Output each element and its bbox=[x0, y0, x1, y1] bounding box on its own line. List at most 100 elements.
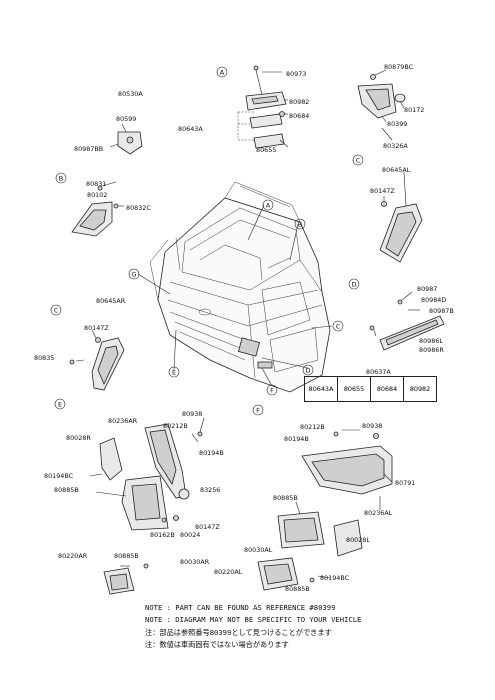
svg-text:B: B bbox=[59, 175, 63, 183]
label-80194bc-left: 80194BC bbox=[44, 472, 74, 480]
label-80684: 80684 bbox=[289, 112, 309, 120]
group-top-right-lamp bbox=[357, 69, 406, 141]
part-labels: 80973 80879BC 80530A 80599 80982 80684 8… bbox=[34, 63, 454, 593]
ref-cell: 80643A bbox=[304, 376, 338, 402]
label-80028r: 80028R bbox=[66, 434, 91, 442]
reference-table-80637a: 80643A 80655 80684 80982 bbox=[304, 376, 437, 402]
label-80885b-left: 80885B bbox=[54, 486, 79, 494]
svg-text:A: A bbox=[220, 69, 225, 77]
circle-marker-a-cab: A bbox=[262, 199, 274, 211]
circle-markers: A B C A B G D C C D E F E F bbox=[50, 66, 364, 416]
group-c-right-side-lamp bbox=[379, 171, 423, 263]
circle-marker-f-cab: F bbox=[266, 384, 278, 396]
label-80399: 80399 bbox=[387, 120, 407, 128]
svg-text:G: G bbox=[131, 271, 136, 279]
label-80024: 80024 bbox=[180, 531, 200, 539]
svg-text:A: A bbox=[266, 202, 271, 210]
circle-marker-c-left: C bbox=[50, 304, 62, 316]
label-80645ar: 80645AR bbox=[96, 297, 126, 305]
svg-text:F: F bbox=[270, 387, 274, 395]
group-b-lamp bbox=[71, 181, 124, 237]
label-80938-right: 80938 bbox=[362, 422, 382, 430]
label-80194b-right: 80194B bbox=[284, 435, 309, 443]
label-80655: 80655 bbox=[256, 146, 276, 154]
svg-text:C: C bbox=[336, 323, 341, 331]
label-80973: 80973 bbox=[286, 70, 306, 78]
svg-text:E: E bbox=[58, 401, 62, 409]
group-a-marker-lamp bbox=[237, 65, 289, 149]
circle-marker-g-cab: G bbox=[128, 268, 140, 280]
label-80938-left: 80938 bbox=[182, 410, 202, 418]
note-line-2: NOTE : DIAGRAM MAY NOT BE SPECIFIC TO YO… bbox=[145, 615, 362, 625]
label-80194b-left: 80194B bbox=[199, 449, 224, 457]
label-80987b: 80987B bbox=[429, 307, 454, 315]
label-80885b-left-low: 80885B bbox=[114, 552, 139, 560]
label-80982: 80982 bbox=[289, 98, 309, 106]
circle-marker-e-left: E bbox=[54, 398, 66, 410]
label-80194bc-right: 80194BC bbox=[320, 574, 350, 582]
label-80236al: 80236AL bbox=[364, 509, 393, 517]
label-80162b: 80162B bbox=[150, 531, 175, 539]
label-80212b-left: 80212B bbox=[163, 422, 188, 430]
label-80987bb: 80987BB bbox=[74, 145, 103, 153]
svg-text:D: D bbox=[351, 281, 356, 289]
label-80885b-mid: 80885B bbox=[273, 494, 298, 502]
label-80172: 80172 bbox=[404, 106, 424, 114]
circle-marker-e-cab: E bbox=[168, 366, 180, 378]
ref-cell: 80982 bbox=[403, 376, 437, 402]
label-80835: 80835 bbox=[34, 354, 54, 362]
label-80220ar: 80220AR bbox=[58, 552, 88, 560]
label-80643a: 80643A bbox=[178, 125, 203, 133]
label-80326a: 80326A bbox=[383, 142, 408, 150]
label-80879bc: 80879BC bbox=[384, 63, 414, 71]
circle-marker-c-cab: C bbox=[332, 320, 344, 332]
leader-lines bbox=[137, 204, 333, 387]
svg-text:F: F bbox=[256, 407, 260, 415]
label-80986r: 80986R bbox=[419, 346, 444, 354]
svg-text:D: D bbox=[305, 367, 310, 375]
label-80645al: 80645AL bbox=[382, 166, 411, 174]
label-80530a: 80530A bbox=[118, 90, 143, 98]
label-80236ar: 80236AR bbox=[108, 417, 138, 425]
label-80832c: 80832C bbox=[126, 204, 151, 212]
label-80147z-left: 80147Z bbox=[84, 324, 109, 332]
label-80831: 80831 bbox=[86, 180, 106, 188]
circle-marker-d-right: D bbox=[348, 278, 360, 290]
ref-cell: 80684 bbox=[370, 376, 404, 402]
group-e-headlamp bbox=[89, 417, 205, 595]
group-c-left-side-lamp bbox=[69, 329, 125, 391]
svg-text:E: E bbox=[172, 369, 176, 377]
label-80028l: 80028L bbox=[346, 536, 370, 544]
label-80212b-right: 80212B bbox=[300, 423, 325, 431]
ref-cell: 80655 bbox=[337, 376, 371, 402]
circle-marker-d-cab: D bbox=[302, 364, 314, 376]
label-80220al: 80220AL bbox=[214, 568, 243, 576]
label-80791: 80791 bbox=[395, 479, 415, 487]
label-80986l: 80986L bbox=[419, 337, 443, 345]
label-80984d: 80984D bbox=[421, 296, 446, 304]
label-80030ar: 80030AR bbox=[180, 558, 210, 566]
label-80147z-right: 80147Z bbox=[370, 187, 395, 195]
note-line-1: NOTE : PART CAN BE FOUND AS REFERENCE #8… bbox=[145, 603, 336, 612]
label-80599: 80599 bbox=[116, 115, 136, 123]
svg-text:C: C bbox=[356, 157, 361, 165]
label-80987: 80987 bbox=[417, 285, 437, 293]
label-83256: 83256 bbox=[200, 486, 220, 494]
group-f-lamp bbox=[257, 429, 393, 591]
group-d-clearance-lamp bbox=[369, 291, 445, 351]
label-80637a: 80637A bbox=[366, 368, 391, 376]
label-80885b-bottom: 80885B bbox=[285, 585, 310, 593]
label-80102: 80102 bbox=[87, 191, 107, 199]
circle-marker-c-right: C bbox=[352, 154, 364, 166]
label-80147z-bottom: 80147Z bbox=[195, 523, 220, 531]
note-line-4: 注：数値は車両固有ではない場合があります bbox=[145, 640, 289, 650]
group-80530a-bracket bbox=[109, 123, 143, 155]
circle-marker-b-cab: B bbox=[294, 218, 306, 230]
note-line-3: 注：部品は参照番号80399として見つけることができます bbox=[145, 627, 332, 637]
diagram-notes: NOTE : PART CAN BE FOUND AS REFERENCE #8… bbox=[145, 602, 445, 652]
truck-cab-illustration bbox=[149, 181, 331, 393]
svg-text:B: B bbox=[298, 221, 302, 229]
label-80030al: 80030AL bbox=[244, 546, 273, 554]
